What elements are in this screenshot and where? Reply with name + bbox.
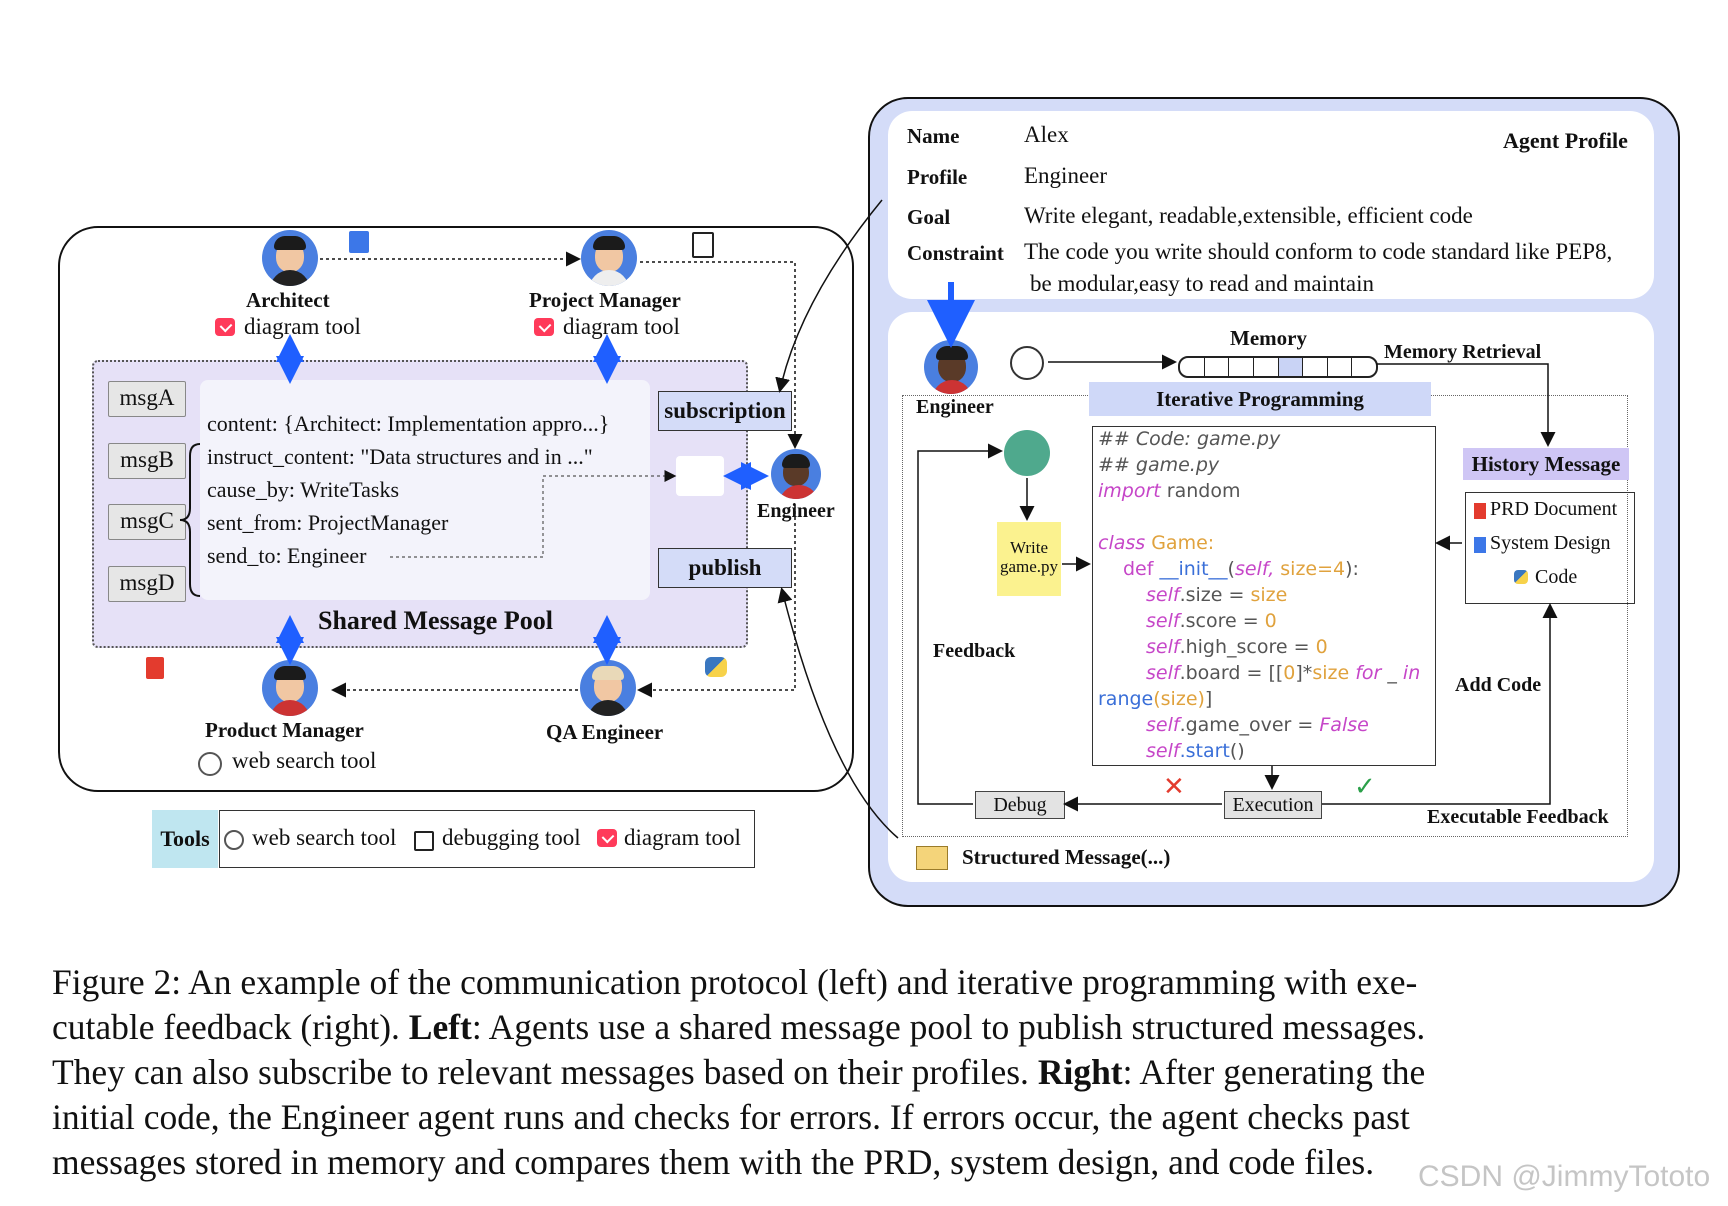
caption-line-2: cutable feedback (right). Left: Agents u… <box>52 1005 1692 1050</box>
watermark: CSDN @JimmyTototo <box>1418 1160 1710 1194</box>
caption-line-3: They can also subscribe to relevant mess… <box>52 1050 1692 1095</box>
caption-line-1: Figure 2: An example of the communicatio… <box>52 960 1692 1005</box>
figure-caption: Figure 2: An example of the communicatio… <box>52 960 1692 1185</box>
caption-line-4: initial code, the Engineer agent runs an… <box>52 1095 1692 1140</box>
